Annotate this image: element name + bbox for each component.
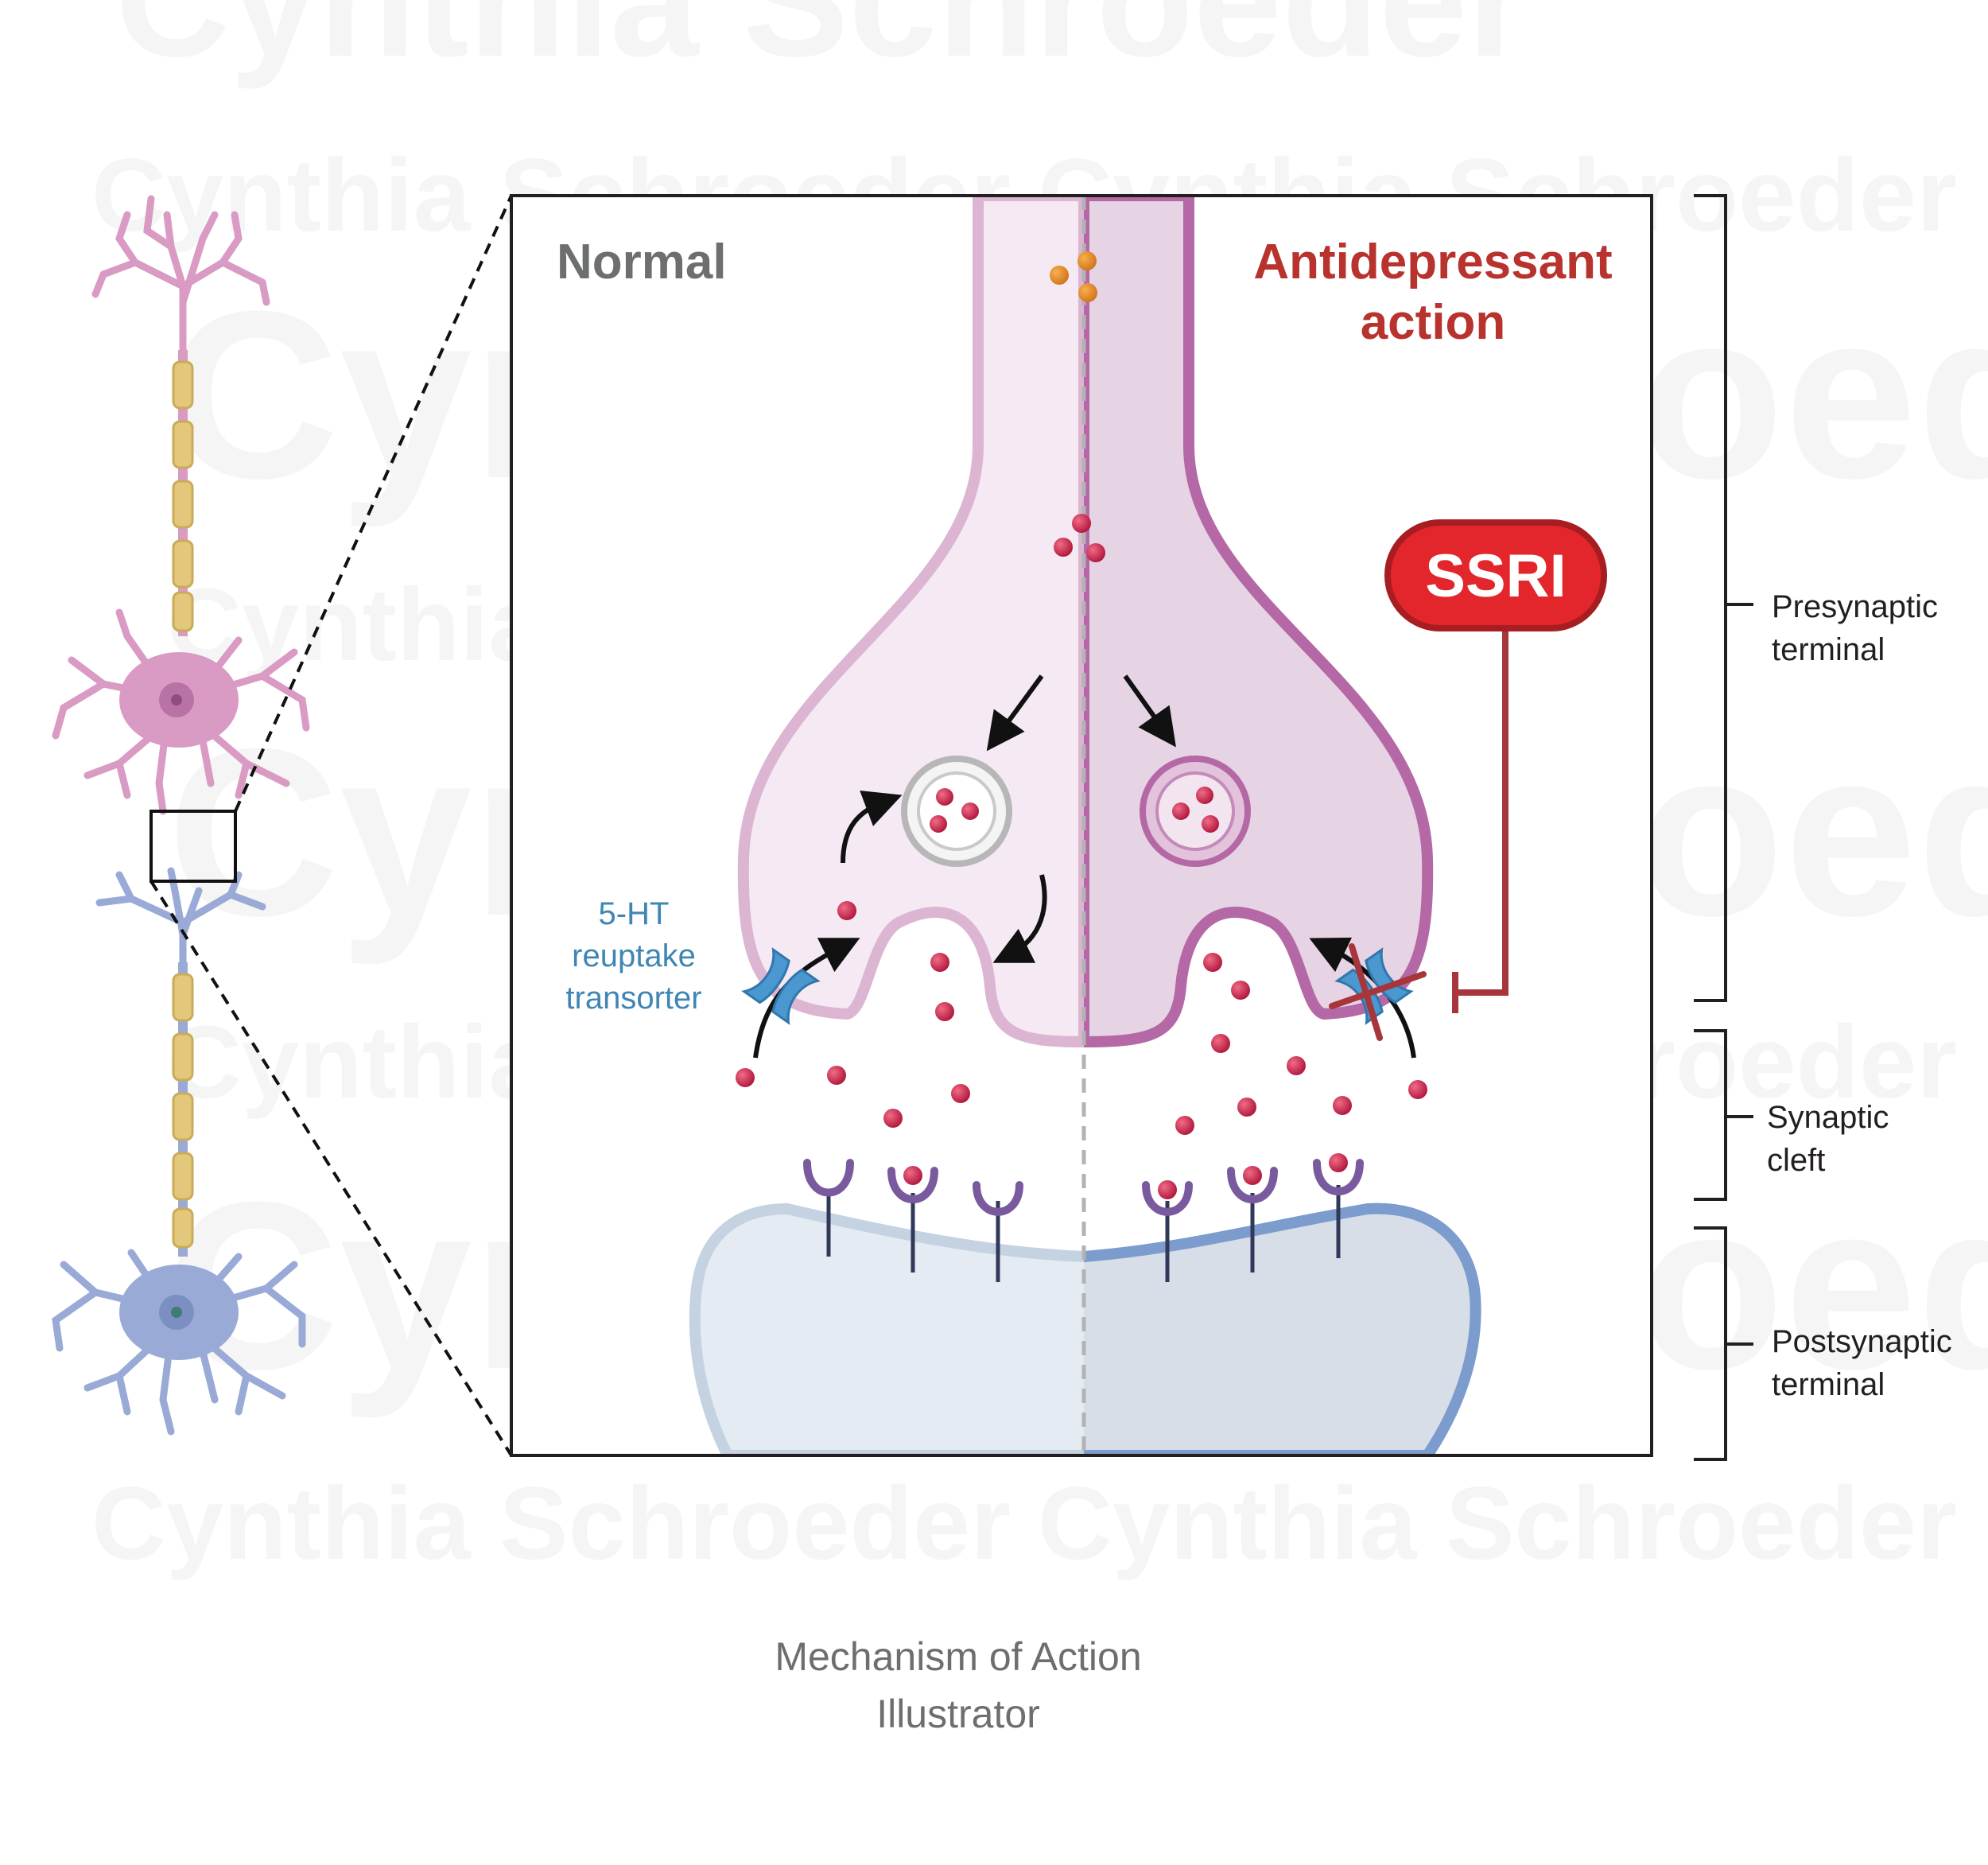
cleft-label-line2: cleft — [1767, 1143, 1825, 1178]
normal-label: Normal — [557, 235, 727, 289]
vesicle-normal — [901, 756, 1012, 867]
presynaptic-label-line1: Presynaptic — [1772, 589, 1938, 624]
serotonin-cleft-normal — [736, 901, 970, 1128]
postsynaptic-terminal — [689, 1203, 1481, 1455]
arrow-reuptake-to-vesicle — [841, 790, 903, 864]
zoom-line-top — [234, 195, 513, 812]
caption-line2: Illustrator — [876, 1692, 1040, 1736]
vesicle-action — [1140, 756, 1251, 867]
receptor-cups — [803, 1159, 1364, 1216]
ssri-inhibition-line — [1452, 628, 1508, 1013]
presynaptic-label-line2: terminal — [1772, 632, 1885, 667]
bound-serotonin — [903, 1153, 1348, 1199]
serotonin-cleft-action — [1175, 953, 1427, 1135]
watermark-text: Cynthia Schroeder — [115, 0, 1529, 90]
arrow-release — [992, 874, 1047, 963]
arrow-to-vesicle-normal — [986, 674, 1044, 752]
presynaptic-bracket — [1694, 194, 1727, 1002]
myelin-sheath — [172, 360, 194, 632]
region-brackets — [1694, 194, 1753, 1461]
neuron-illustration — [52, 195, 513, 1457]
upper-neuron-soma — [52, 608, 310, 815]
reuptake-transporter-normal — [741, 947, 821, 1025]
caption-line1: Mechanism of Action — [775, 1634, 1141, 1679]
transporter-label-line3: transorter — [565, 981, 701, 1016]
postsynaptic-label-line1: Postsynaptic — [1772, 1324, 1952, 1359]
block-x-icon — [1329, 943, 1427, 1041]
arrow-to-vesicle-action — [1123, 674, 1176, 748]
watermark-text: Cynthia Schroeder — [1038, 1465, 1957, 1581]
transporter-label-line2: reuptake — [572, 938, 696, 973]
antidepressant-label-line2: action — [1361, 295, 1506, 350]
watermark-text: Cynthia Schroeder — [91, 1465, 1011, 1581]
antidepressant-label-line1: Antidepressant — [1253, 235, 1612, 289]
lower-neuron-soma — [52, 1249, 306, 1436]
transporter-label-line1: 5-HT — [599, 896, 670, 931]
postsynaptic-label-line2: terminal — [1772, 1367, 1885, 1402]
ssri-label: SSRI — [1425, 542, 1566, 610]
panel-border — [510, 194, 1653, 1457]
myelin-sheath — [172, 973, 194, 1249]
lower-neuron-dendrites — [95, 867, 266, 966]
zoom-region-box — [149, 810, 237, 883]
precursor-molecules — [1050, 251, 1097, 302]
upper-neuron-dendrites — [91, 195, 270, 354]
serotonin-cluster — [1054, 514, 1105, 562]
ssri-pill: SSRI — [1384, 519, 1607, 631]
cleft-label-line1: Synaptic — [1767, 1100, 1889, 1135]
synapse-panel: Normal Antidepressant action SSRI 5-HT r… — [510, 194, 1653, 1457]
